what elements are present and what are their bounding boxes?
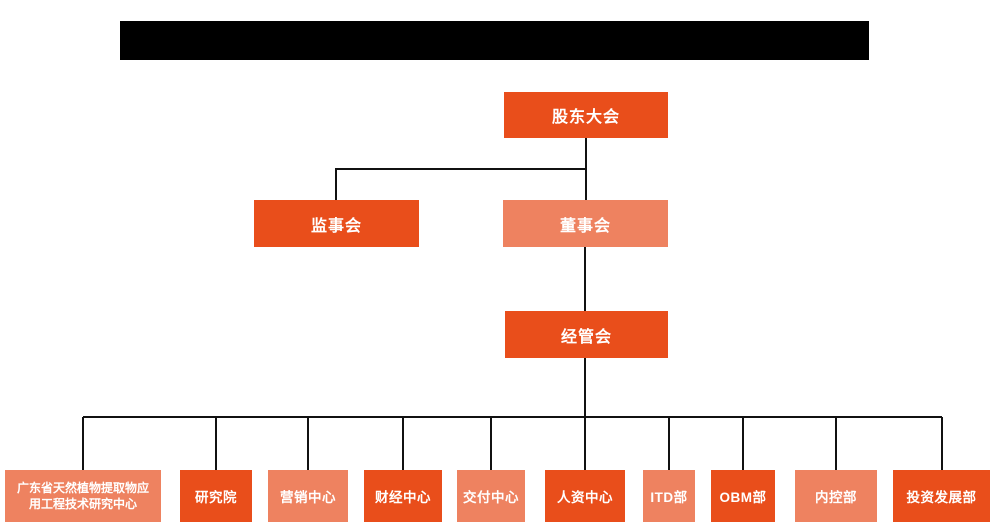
node-department-research-center: 广东省天然植物提取物应用工程技术研究中心 xyxy=(5,470,161,522)
node-department-hr-center: 人资中心 xyxy=(545,470,625,522)
node-department-research-institute: 研究院 xyxy=(180,470,252,522)
node-label: 营销中心 xyxy=(280,490,336,505)
node-management-committee: 经管会 xyxy=(505,311,668,358)
node-label: 财经中心 xyxy=(375,490,431,505)
node-label: 交付中心 xyxy=(463,490,519,505)
node-supervisory-board: 监事会 xyxy=(254,200,419,247)
node-label: 董事会 xyxy=(559,217,611,235)
node-department-finance-center: 财经中心 xyxy=(364,470,442,522)
node-label: 广东省天然植物提取物应用工程技术研究中心 xyxy=(16,480,149,511)
node-label: 经管会 xyxy=(560,328,612,346)
node-label: 内控部 xyxy=(815,490,857,505)
node-department-investment-development: 投资发展部 xyxy=(893,470,990,522)
node-label: 投资发展部 xyxy=(906,490,977,505)
node-shareholders-meeting: 股东大会 xyxy=(504,92,668,138)
node-label: 人资中心 xyxy=(557,490,613,505)
node-label: ITD部 xyxy=(650,490,688,505)
node-label: 监事会 xyxy=(310,217,362,235)
node-label: 研究院 xyxy=(195,490,237,505)
node-department-obm: OBM部 xyxy=(711,470,775,522)
node-department-internal-control: 内控部 xyxy=(795,470,877,522)
node-department-delivery-center: 交付中心 xyxy=(457,470,525,522)
node-department-marketing-center: 营销中心 xyxy=(268,470,348,522)
node-department-itd: ITD部 xyxy=(643,470,695,522)
redacted-title-bar xyxy=(120,21,869,60)
node-board-of-directors: 董事会 xyxy=(503,200,668,247)
node-label: 股东大会 xyxy=(551,109,620,126)
node-label: OBM部 xyxy=(719,490,767,505)
